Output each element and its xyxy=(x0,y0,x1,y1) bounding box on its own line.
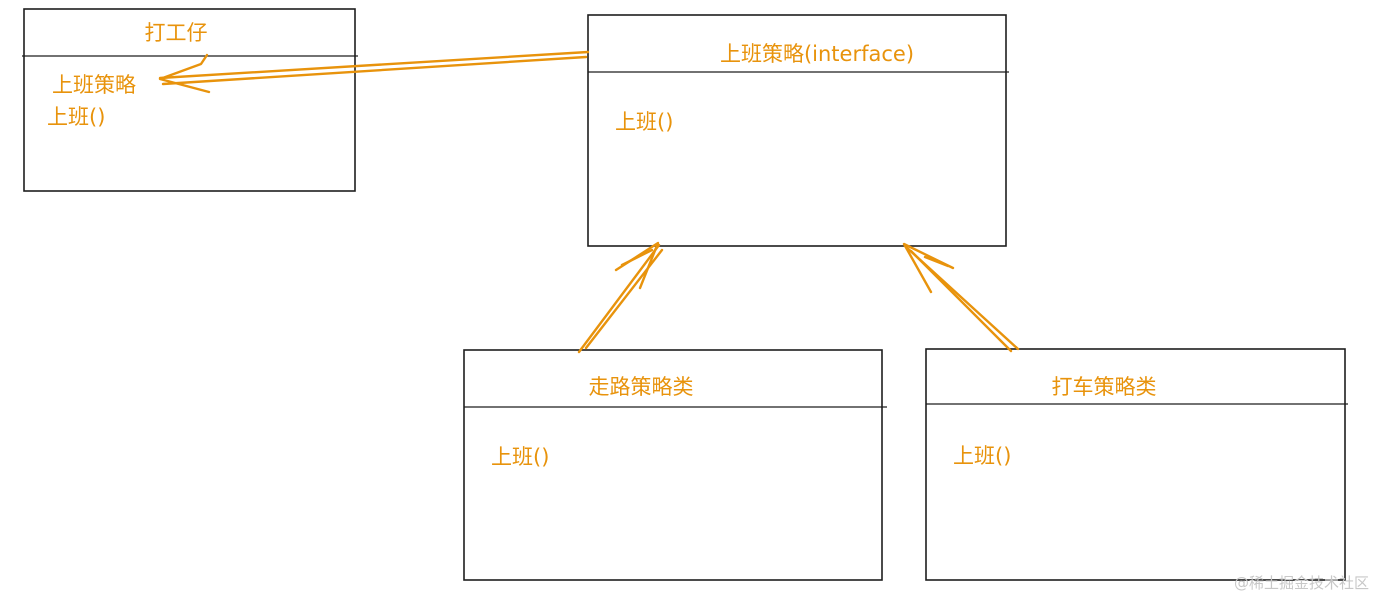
realization-arrow-walk-head-extra xyxy=(620,248,654,267)
class-commute-strategy-title: 上班策略(interface) xyxy=(720,42,914,66)
realization-arrow-walk xyxy=(577,241,664,354)
realization-arrow-walk-shaft-a xyxy=(577,243,661,354)
association-arrow-shaft-b xyxy=(161,55,588,86)
association-arrow-shaft-a xyxy=(158,50,590,80)
class-worker: 打工仔 上班策略 上班() xyxy=(22,8,358,192)
class-walk-strategy-member-method: 上班() xyxy=(491,445,549,469)
class-worker-member-method: 上班() xyxy=(47,105,105,129)
class-commute-strategy: 上班策略(interface) 上班() xyxy=(587,14,1009,247)
association-arrow xyxy=(158,50,590,94)
realization-arrow-taxi-head-extra xyxy=(923,255,950,268)
class-worker-member-strategy: 上班策略 xyxy=(52,73,136,97)
class-walk-strategy-title: 走路策略类 xyxy=(589,375,694,399)
realization-arrow-taxi-head xyxy=(902,242,955,294)
realization-arrow-taxi xyxy=(902,242,1020,353)
watermark: @稀土掘金技术社区 xyxy=(1233,574,1369,592)
class-commute-strategy-box xyxy=(587,14,1007,247)
class-taxi-strategy-box xyxy=(925,348,1346,581)
association-arrow-head xyxy=(158,53,211,94)
realization-arrow-taxi-shaft-b xyxy=(909,249,1013,353)
class-walk-strategy: 走路策略类 上班() xyxy=(463,349,887,581)
class-taxi-strategy-title: 打车策略类 xyxy=(1052,375,1157,399)
class-taxi-strategy: 打车策略类 上班() xyxy=(925,348,1348,581)
class-worker-title: 打工仔 xyxy=(145,21,208,45)
class-taxi-strategy-member-method: 上班() xyxy=(953,444,1011,468)
class-worker-box xyxy=(23,8,356,192)
class-commute-strategy-member-method: 上班() xyxy=(615,110,673,134)
class-walk-strategy-box xyxy=(463,349,883,581)
